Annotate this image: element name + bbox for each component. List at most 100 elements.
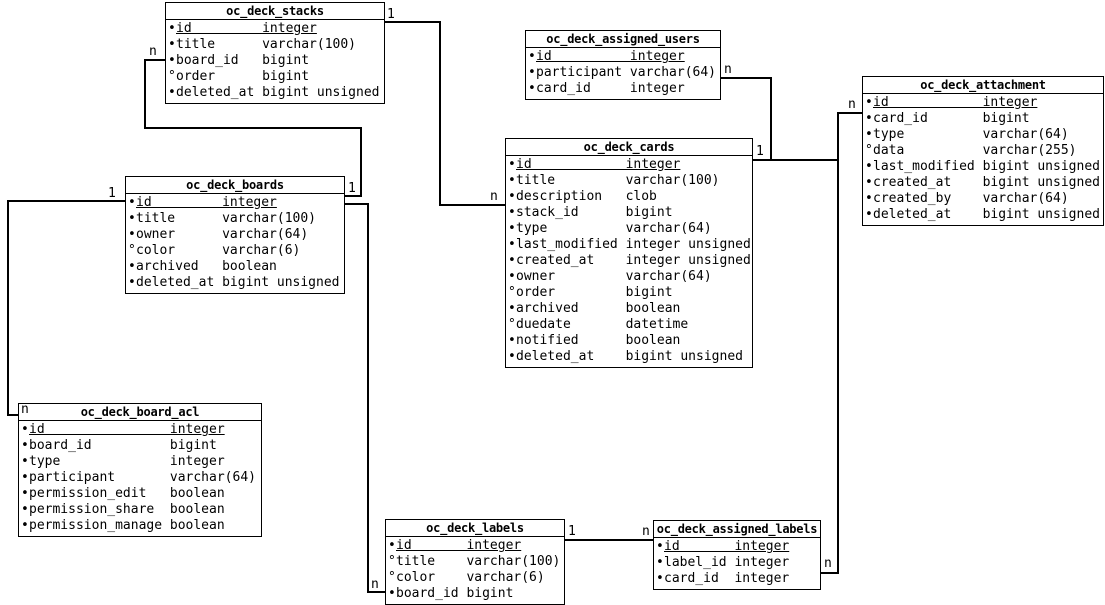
required-bullet-icon: • (508, 349, 516, 364)
required-bullet-icon: • (388, 538, 396, 553)
field-row: •board_id bigint (168, 53, 382, 69)
required-bullet-icon: • (865, 207, 873, 222)
field-text: deleted_at bigint unsigned (136, 275, 340, 290)
field-row: °title varchar(100) (388, 554, 562, 570)
field-text: id integer (396, 538, 522, 553)
required-bullet-icon: • (168, 37, 176, 52)
required-bullet-icon: • (508, 205, 516, 220)
required-bullet-icon: • (21, 454, 29, 469)
field-row: •id integer (168, 21, 382, 37)
cardinality-label: 1 (387, 7, 395, 22)
field-text: board_id bigint (29, 438, 217, 453)
field-text: card_id bigint (873, 111, 1030, 126)
field-row: •created_by varchar(64) (865, 191, 1101, 207)
field-text: id integer (873, 95, 1038, 110)
cardinality-label: n (824, 556, 832, 571)
required-bullet-icon: • (528, 65, 536, 80)
field-row: •id integer (388, 538, 562, 554)
cardinality-label: 1 (108, 186, 116, 201)
field-text: owner varchar(64) (516, 269, 712, 284)
field-row: •type varchar(64) (865, 127, 1101, 143)
field-row: •deleted_at bigint unsigned (508, 349, 750, 365)
cardinality-label: n (371, 577, 379, 592)
table-oc-deck-board-acl: oc_deck_board_acl •id integer•board_id b… (18, 403, 262, 537)
table-title: oc_deck_assigned_users (526, 31, 720, 48)
field-row: •permission_edit boolean (21, 486, 259, 502)
field-text: title varchar(100) (136, 211, 317, 226)
field-text: board_id bigint (176, 53, 310, 68)
field-row: •title varchar(100) (508, 173, 750, 189)
required-bullet-icon: • (128, 275, 136, 290)
cardinality-label: n (149, 44, 157, 59)
field-row: •description clob (508, 189, 750, 205)
required-bullet-icon: • (656, 539, 664, 554)
field-text: deleted_at bigint unsigned (873, 207, 1100, 222)
field-text: permission_manage boolean (29, 518, 225, 533)
nullable-bullet-icon: ° (508, 317, 516, 332)
table-title: oc_deck_attachment (863, 77, 1103, 94)
field-row: •created_at integer unsigned (508, 253, 751, 269)
field-text: last_modified bigint unsigned (873, 159, 1100, 174)
table-oc-deck-assigned-labels: oc_deck_assigned_labels •id integer•labe… (653, 520, 821, 590)
required-bullet-icon: • (528, 49, 536, 64)
table-title: oc_deck_board_acl (19, 404, 261, 421)
field-text: data varchar(255) (873, 143, 1077, 158)
field-row: •title varchar(100) (128, 211, 342, 227)
field-text: participant varchar(64) (536, 65, 717, 80)
cardinality-label: n (490, 189, 498, 204)
field-text: color varchar(6) (136, 243, 301, 258)
table-fields: •id integer•card_id bigint•type varchar(… (863, 94, 1103, 225)
field-text: order bigint (176, 69, 310, 84)
field-text: owner varchar(64) (136, 227, 309, 242)
table-fields: •id integer•participant varchar(64)•card… (526, 48, 720, 99)
field-text: type varchar(64) (516, 221, 712, 236)
field-row: °order bigint (168, 69, 382, 85)
field-row: °order bigint (508, 285, 750, 301)
required-bullet-icon: • (388, 586, 396, 601)
field-row: •participant varchar(64) (528, 65, 718, 81)
required-bullet-icon: • (656, 571, 664, 586)
table-title: oc_deck_boards (126, 177, 344, 194)
required-bullet-icon: • (508, 333, 516, 348)
field-text: deleted_at bigint unsigned (176, 85, 380, 100)
required-bullet-icon: • (508, 221, 516, 236)
required-bullet-icon: • (656, 555, 664, 570)
field-row: •card_id bigint (865, 111, 1101, 127)
field-row: °color varchar(6) (128, 243, 342, 259)
required-bullet-icon: • (128, 227, 136, 242)
field-row: °color varchar(6) (388, 570, 562, 586)
nullable-bullet-icon: ° (168, 69, 176, 84)
required-bullet-icon: • (168, 21, 176, 36)
field-row: •last_modified integer unsigned (508, 237, 751, 253)
field-row: •permission_share boolean (21, 502, 259, 518)
field-row: •owner varchar(64) (508, 269, 750, 285)
field-row: •deleted_at bigint unsigned (168, 85, 382, 101)
field-text: title varchar(100) (176, 37, 357, 52)
field-text: id integer (516, 157, 681, 172)
required-bullet-icon: • (508, 269, 516, 284)
field-text: label_id integer (664, 555, 790, 570)
table-title: oc_deck_stacks (166, 3, 384, 20)
table-oc-deck-cards: oc_deck_cards •id integer•title varchar(… (505, 138, 753, 368)
field-row: •notified boolean (508, 333, 750, 349)
connector-boards-labels (345, 203, 385, 593)
field-text: title varchar(100) (516, 173, 720, 188)
field-row: •archived boolean (128, 259, 342, 275)
field-row: •board_id bigint (21, 438, 259, 454)
field-text: created_at integer unsigned (516, 253, 751, 268)
nullable-bullet-icon: ° (388, 570, 396, 585)
cardinality-label: n (21, 402, 29, 417)
required-bullet-icon: • (865, 95, 873, 110)
field-row: •archived boolean (508, 301, 750, 317)
required-bullet-icon: • (508, 157, 516, 172)
field-text: card_id integer (536, 81, 685, 96)
required-bullet-icon: • (865, 111, 873, 126)
field-text: id integer (664, 539, 790, 554)
nullable-bullet-icon: ° (388, 554, 396, 569)
field-row: •permission_manage boolean (21, 518, 259, 534)
field-row: •last_modified bigint unsigned (865, 159, 1101, 175)
field-text: card_id integer (664, 571, 790, 586)
field-text: last_modified integer unsigned (516, 237, 751, 252)
field-row: •card_id integer (656, 571, 818, 587)
table-oc-deck-boards: oc_deck_boards •id integer•title varchar… (125, 176, 345, 294)
